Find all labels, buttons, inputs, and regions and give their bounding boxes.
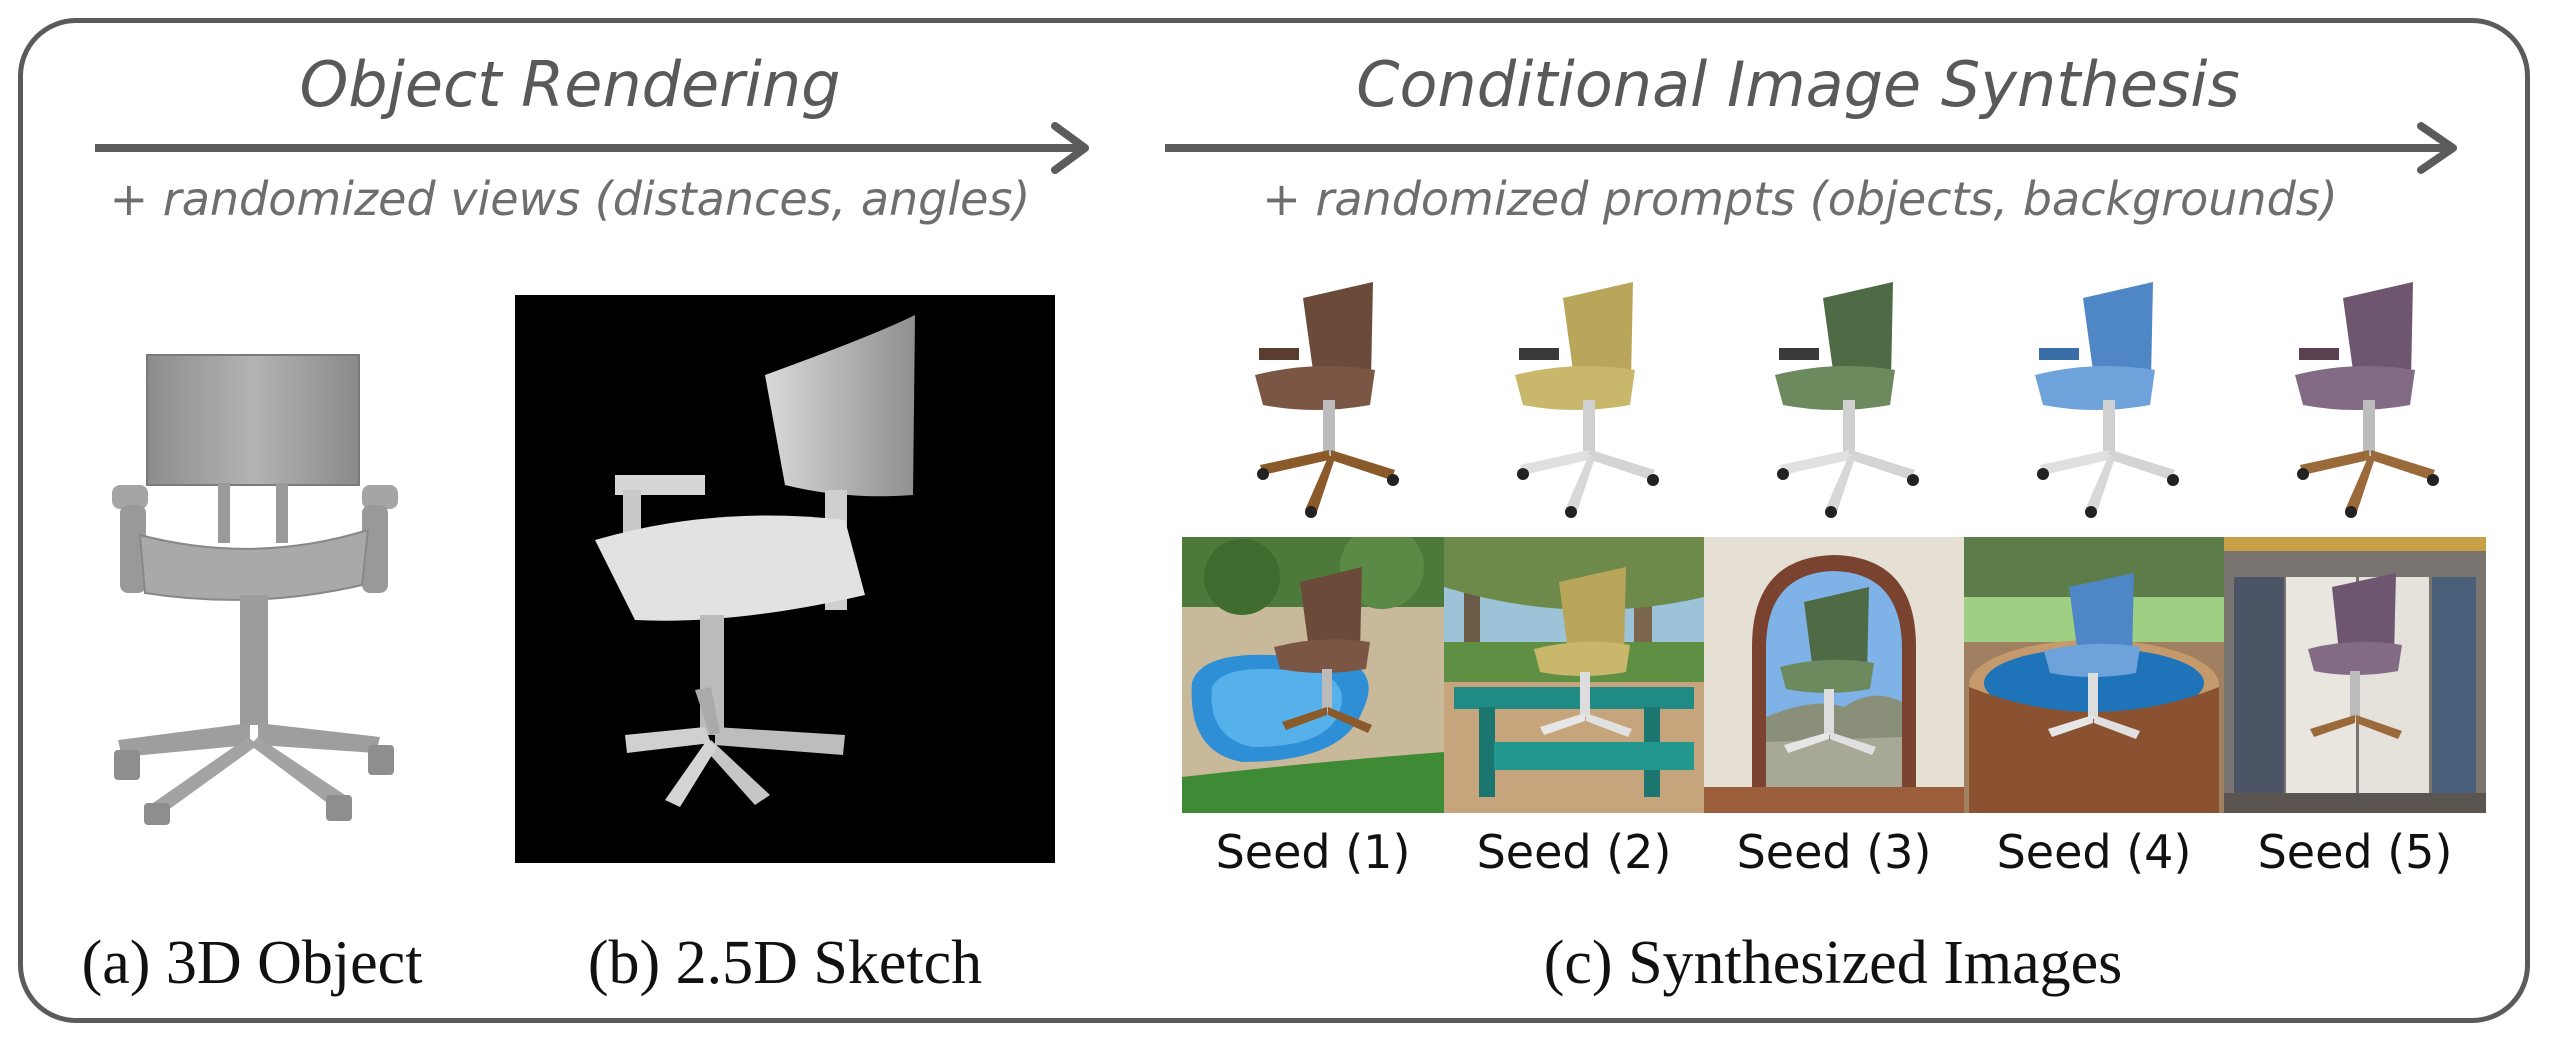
depth-sketch: [515, 295, 1055, 863]
chair-variant-1: [1255, 282, 1399, 518]
scene-image-5: [2224, 537, 2486, 813]
chair-variant-5: [2295, 282, 2439, 518]
seed-label-5: Seed (5): [2257, 825, 2453, 879]
3d-object-chair: [112, 354, 398, 825]
seed-label-1: Seed (1): [1215, 825, 1411, 879]
scene-image-3: [1704, 537, 1964, 813]
rendering-subtitle: + randomized views (distances, angles): [109, 172, 1031, 226]
scene-image-2: [1444, 537, 1704, 813]
caption-synthesized-images: (c) Synthesized Images: [1543, 929, 2123, 997]
seed-label-3: Seed (3): [1736, 825, 1932, 879]
seed-label-2: Seed (2): [1476, 825, 1672, 879]
conditional-synthesis-title: Conditional Image Synthesis: [1356, 48, 2240, 121]
synthesis-arrow: [1165, 122, 2457, 174]
chair-variant-3: [1775, 282, 1919, 518]
rendering-arrow: [95, 122, 1089, 174]
chair-variant-4: [2035, 282, 2179, 518]
caption-2-5d-sketch: (b) 2.5D Sketch: [587, 929, 983, 997]
scene-image-1: [1182, 537, 1444, 813]
synthesis-subtitle: + randomized prompts (objects, backgroun…: [1262, 172, 2338, 226]
object-rendering-title: Object Rendering: [299, 48, 841, 121]
figure-frame: [18, 18, 2530, 1023]
scene-image-4: [1964, 537, 2224, 813]
caption-3d-object: (a) 3D Object: [81, 929, 423, 997]
chair-variant-2: [1515, 282, 1659, 518]
seed-label-4: Seed (4): [1996, 825, 2192, 879]
